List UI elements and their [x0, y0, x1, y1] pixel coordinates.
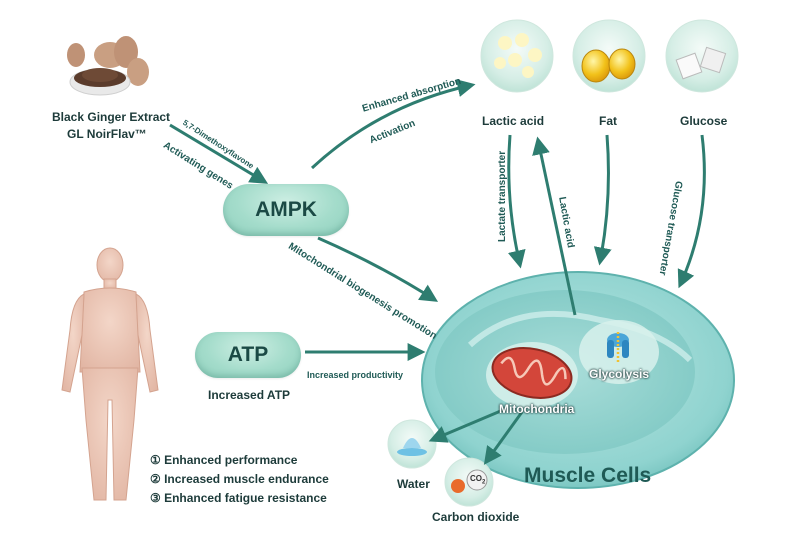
co2-symbol: CO2 [470, 474, 485, 486]
fat-label: Fat [599, 114, 617, 128]
glycolysis-label: Glycolysis [589, 367, 650, 381]
ginger-name: Black Ginger Extract [52, 110, 171, 124]
water-label: Water [397, 477, 430, 491]
ginger-brand: GL NoirFlav™ [67, 127, 147, 141]
benefit-item: ② Increased muscle endurance [150, 472, 329, 486]
mitochondrion-illustration [491, 347, 573, 399]
black-ginger-illustration [67, 36, 149, 96]
co2-subscript: 2 [482, 479, 486, 486]
co2-icon [444, 457, 494, 507]
carbon-dioxide-label: Carbon dioxide [432, 510, 520, 524]
lactic-acid-label: Lactic acid [482, 114, 545, 128]
water-icon [387, 419, 437, 469]
atp-node: ATP [195, 332, 301, 378]
benefit-item: ③ Enhanced fatigue resistance [150, 491, 327, 505]
mitochondria-label: Mitochondria [499, 402, 575, 416]
benefit-item: ① Enhanced performance [150, 453, 298, 467]
human-body-illustration [61, 247, 159, 501]
muscle-cells-title: Muscle Cells [524, 464, 652, 487]
glycolysis-icon [607, 332, 629, 362]
increased-atp-label: Increased ATP [208, 388, 291, 402]
muscle-cell-illustration [421, 271, 735, 489]
arrows [169, 79, 706, 465]
glucose-label: Glucose [680, 114, 728, 128]
ampk-node: AMPK [223, 184, 349, 236]
fat-bubble [572, 19, 646, 93]
co2-text: CO [470, 474, 482, 483]
glucose-bubble [665, 19, 739, 93]
increased-productivity-label: Increased productivity [307, 370, 404, 380]
lactic-acid-bubble [480, 19, 554, 93]
lactate-transporter-label: Lactate transporter [497, 150, 508, 242]
benefits-list: ① Enhanced performance ② Increased muscl… [150, 451, 329, 508]
